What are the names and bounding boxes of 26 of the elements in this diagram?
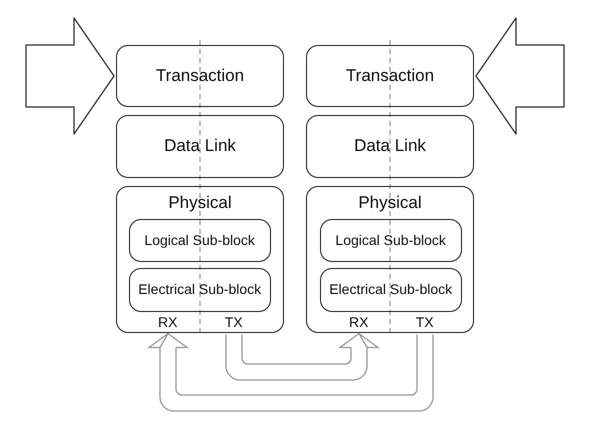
- process-box: [306, 45, 474, 107]
- box-label: Electrical Sub-block: [328, 281, 454, 298]
- box-label: Data Link: [353, 136, 427, 156]
- box-label: Logical Sub-block: [334, 232, 447, 248]
- box-label: Logical Sub-block: [143, 232, 256, 248]
- box-label: Physical: [167, 193, 233, 213]
- process-box: [116, 45, 284, 107]
- process-box: [306, 115, 474, 178]
- process-box: [128, 268, 271, 312]
- box-label: Electrical Sub-block: [137, 281, 262, 298]
- box-label: Transaction: [344, 66, 436, 86]
- box-label: Transaction: [154, 66, 246, 86]
- box-label: Data Link: [163, 136, 237, 156]
- hollow-arrow: [25, 17, 115, 135]
- box-label: Physical: [357, 193, 423, 213]
- layer-box: [306, 186, 474, 333]
- process-box: [128, 218, 271, 262]
- process-box: [320, 218, 462, 262]
- port-label: RX: [348, 314, 370, 330]
- port-label: RX: [156, 314, 178, 330]
- process-box: [116, 115, 284, 178]
- port-label: TX: [224, 314, 244, 330]
- process-box: [320, 268, 462, 312]
- layer-box: [116, 186, 284, 333]
- port-label: TX: [414, 314, 435, 330]
- hollow-arrow: [475, 17, 565, 135]
